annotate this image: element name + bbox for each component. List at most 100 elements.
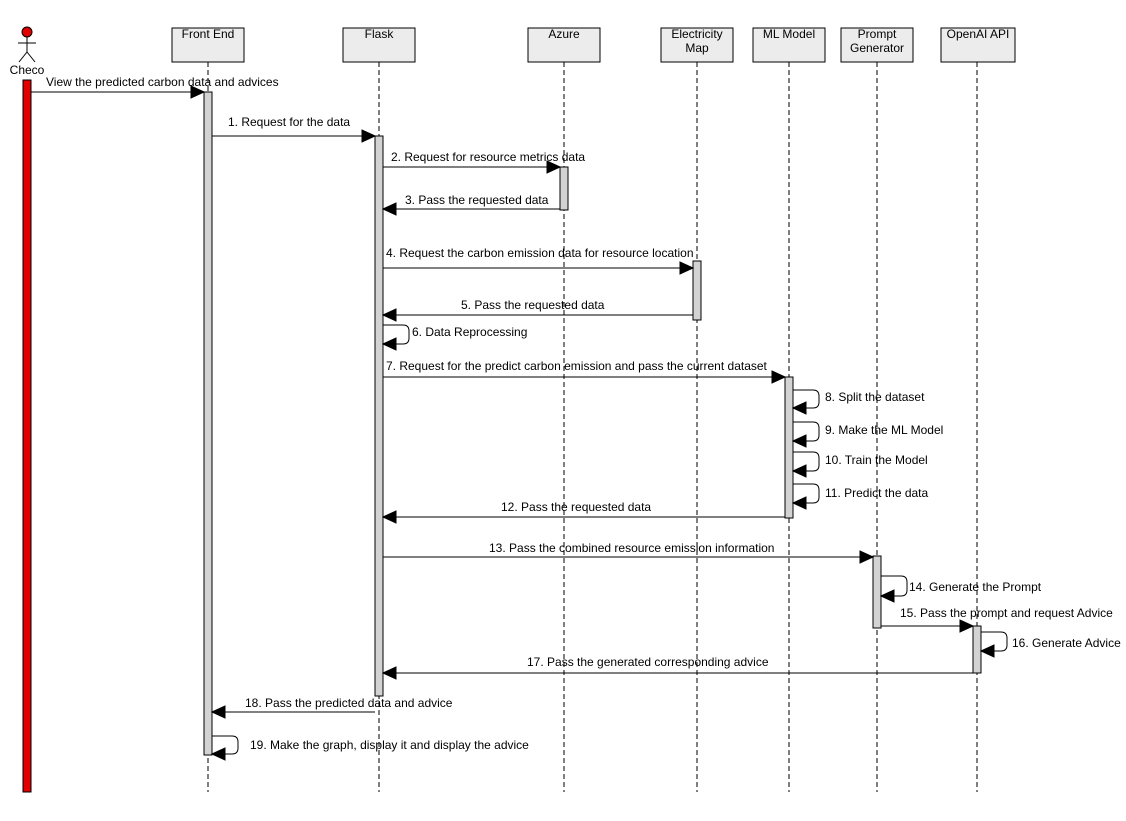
message-3: 2. Request for resource metrics data	[383, 150, 585, 174]
message-label: 16. Generate Advice	[1012, 636, 1121, 650]
actor-name: Checo	[10, 63, 45, 77]
activation-bar-openai-api	[972, 625, 982, 674]
message-label: 14. Generate the Prompt	[909, 580, 1042, 594]
message-13: 12. Pass the requested data	[381, 500, 785, 524]
arrow-head	[190, 85, 206, 99]
message-18: 17. Pass the generated corresponding adv…	[381, 655, 973, 680]
message-label: 15. Pass the prompt and request Advice	[900, 606, 1113, 620]
self-call-loop	[793, 389, 820, 409]
arrow-head	[381, 666, 397, 680]
activation-bar-electricity-map	[692, 260, 702, 321]
self-call-loop	[212, 735, 239, 755]
participant-box	[940, 27, 1016, 63]
activation-bar-azure	[559, 166, 569, 211]
message-2: 1. Request for the data	[212, 115, 377, 143]
participant-box	[752, 27, 826, 63]
arrow-head	[546, 160, 562, 174]
participant-openai-api: OpenAI API	[940, 27, 1016, 63]
message-12: 11. Predict the data	[791, 483, 929, 510]
arrow-head	[791, 464, 807, 478]
message-17: 16. Generate Advice	[979, 631, 1121, 658]
message-8: 7. Request for the predict carbon emissi…	[383, 359, 787, 384]
actor-legs	[18, 51, 36, 63]
message-label: 12. Pass the requested data	[501, 500, 651, 514]
message-16: 15. Pass the prompt and request Advice	[881, 606, 1113, 633]
participant-box	[342, 27, 416, 63]
message-9: 8. Split the dataset	[791, 389, 925, 415]
activation-bar-flask	[374, 135, 384, 697]
arrow-head	[791, 401, 807, 415]
message-label: 11. Predict the data	[825, 486, 929, 500]
message-label: 19. Make the graph, display it and displ…	[250, 738, 529, 752]
message-label: 18. Pass the predicted data and advice	[245, 696, 453, 710]
participant-label: Azure	[548, 27, 580, 41]
participant-label: Prompt	[858, 27, 897, 41]
participant-ml-model: ML Model	[752, 27, 826, 63]
participant-box	[171, 27, 245, 63]
message-5: 4. Request the carbon emission data for …	[383, 246, 695, 275]
arrow-head	[210, 705, 226, 719]
participant-label: Front End	[182, 27, 235, 41]
arrow-head	[361, 129, 377, 143]
self-call-loop	[383, 324, 410, 345]
message-label: 8. Split the dataset	[825, 390, 925, 404]
arrow-head	[210, 747, 226, 761]
participant-label: Flask	[365, 27, 395, 41]
message-label: 17. Pass the generated corresponding adv…	[527, 655, 769, 669]
message-10: 9. Make the ML Model	[791, 421, 943, 448]
message-19: 18. Pass the predicted data and advice	[210, 696, 453, 719]
message-6: 5. Pass the requested data	[381, 298, 693, 322]
message-label: 7. Request for the predict carbon emissi…	[386, 359, 768, 373]
participant-box	[840, 27, 914, 63]
self-call-loop	[981, 631, 1008, 652]
message-7: 6. Data Reprocessing	[381, 324, 527, 351]
participant-azure: Azure	[527, 27, 601, 63]
arrow-head	[879, 589, 895, 603]
participant-box	[527, 27, 601, 63]
activation-bar-ml-model	[784, 376, 794, 519]
arrow-head	[791, 434, 807, 448]
self-call-loop	[881, 575, 908, 597]
message-label: 4. Request the carbon emission data for …	[386, 246, 694, 260]
arrow-head	[859, 550, 875, 564]
message-11: 10. Train the Model	[791, 451, 928, 478]
self-call-loop	[793, 451, 820, 472]
arrow-head	[959, 619, 975, 633]
participant-front-end: Front End	[171, 27, 245, 63]
arrow-head	[381, 202, 397, 216]
message-label: 5. Pass the requested data	[461, 298, 605, 312]
message-label: View the predicted carbon data and advic…	[46, 75, 279, 89]
participant-label: OpenAI API	[947, 27, 1010, 41]
message-label: 3. Pass the requested data	[405, 193, 549, 207]
actor-head	[21, 26, 33, 38]
participant-box	[660, 27, 734, 63]
participant-flask: Flask	[342, 27, 416, 63]
message-15: 14. Generate the Prompt	[879, 575, 1042, 603]
arrow-head	[791, 496, 807, 510]
arrow-head	[381, 337, 397, 351]
arrow-head	[979, 644, 995, 658]
actor-activation-bar	[22, 79, 32, 793]
self-call-loop	[793, 483, 820, 504]
participant-label: ML Model	[763, 27, 815, 41]
activation-bar-prompt-generator	[872, 555, 882, 629]
message-14: 13. Pass the combined resource emission …	[383, 541, 875, 564]
message-label: 9. Make the ML Model	[825, 423, 943, 437]
message-1: View the predicted carbon data and advic…	[31, 75, 279, 99]
message-label: 10. Train the Model	[825, 453, 928, 467]
message-label: 6. Data Reprocessing	[412, 325, 527, 339]
participant-label: Generator	[850, 41, 904, 55]
self-call-loop	[793, 421, 820, 442]
message-label: 2. Request for resource metrics data	[391, 150, 585, 164]
arrow-head	[381, 510, 397, 524]
arrow-head	[771, 370, 787, 384]
message-label: 13. Pass the combined resource emission …	[489, 541, 774, 555]
message-4: 3. Pass the requested data	[381, 193, 560, 216]
activation-bar-front-end	[203, 91, 213, 756]
actor-checo: Checo	[10, 26, 45, 793]
message-20: 19. Make the graph, display it and displ…	[210, 735, 529, 761]
message-label: 1. Request for the data	[228, 115, 350, 129]
